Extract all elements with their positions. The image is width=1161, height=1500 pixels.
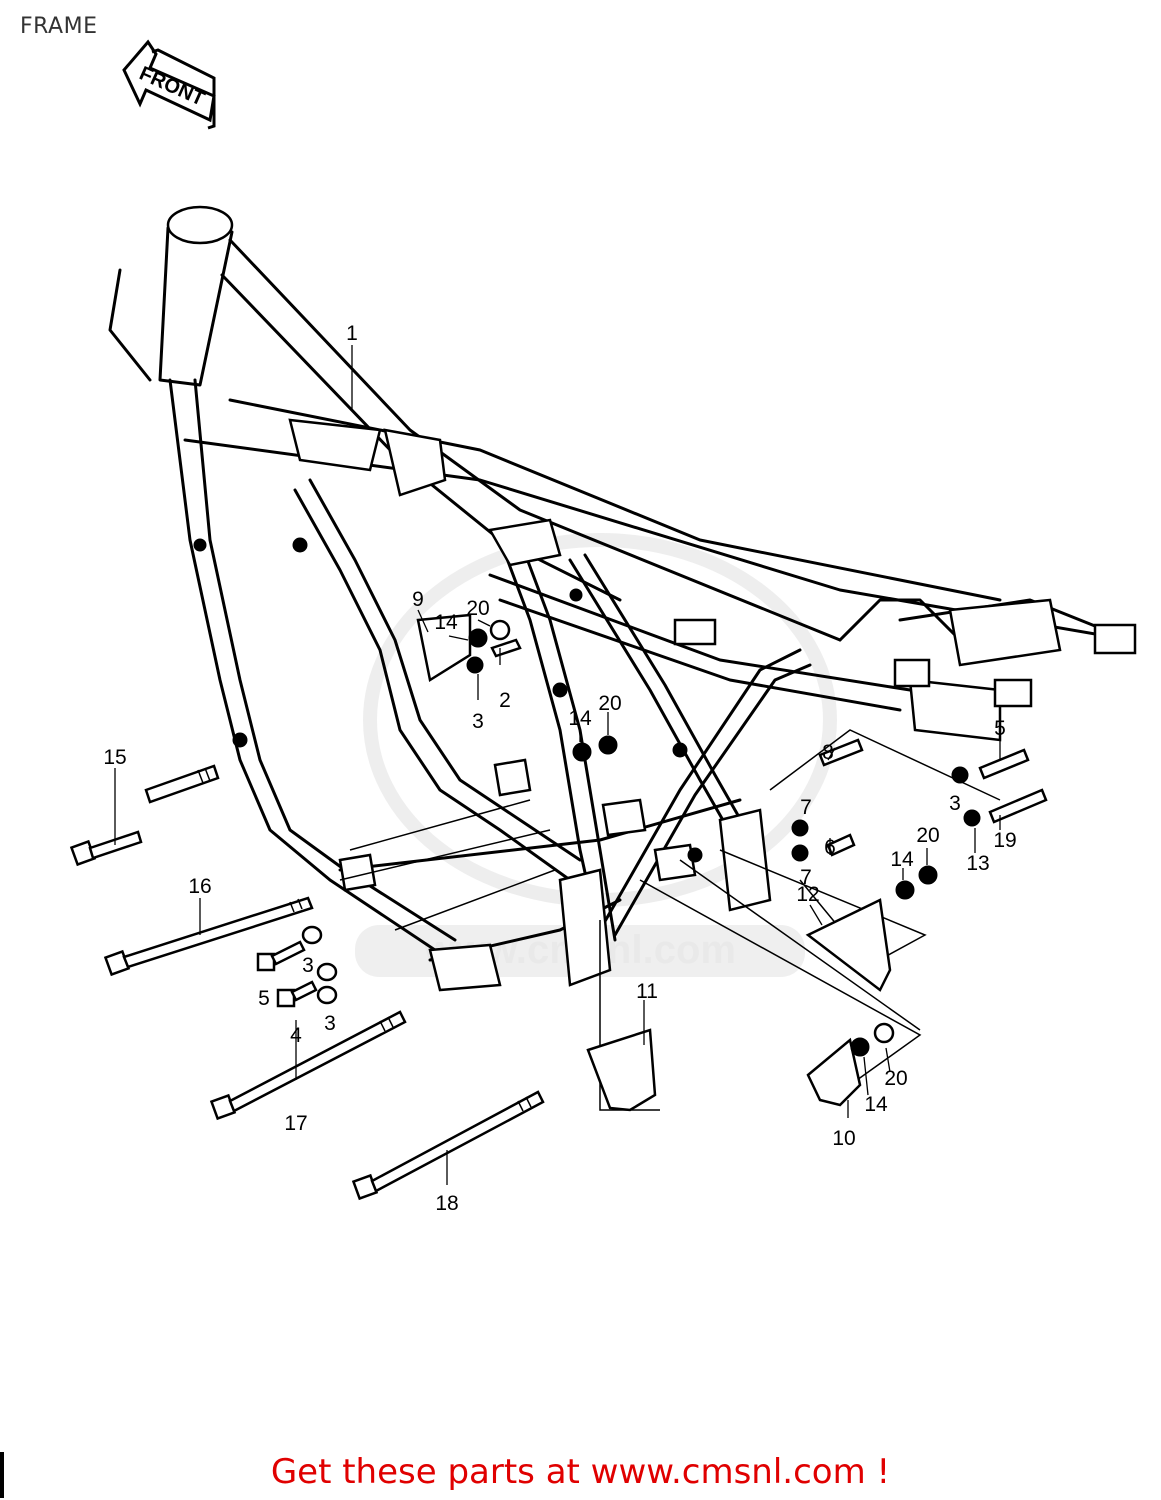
callout-17: 17: [284, 1112, 307, 1135]
callout-15: 15: [103, 746, 126, 769]
callout-3a: 3: [472, 710, 484, 733]
callout-3d: 3: [949, 792, 961, 815]
edge-mark: [0, 1452, 4, 1498]
callout-5a: 5: [258, 987, 270, 1010]
callout-20b: 20: [598, 692, 621, 715]
bolt-18: [351, 1090, 545, 1201]
callout-2: 2: [499, 689, 511, 712]
callout-7b: 7: [800, 866, 812, 889]
callout-9: 9: [412, 588, 424, 611]
callout-19: 19: [993, 829, 1016, 852]
bolt-16: [103, 896, 314, 977]
footer-banner[interactable]: Get these parts at www.cmsnl.com !: [270, 1452, 891, 1492]
leader-lines: [114, 345, 1001, 1185]
callout-labels: 1 2 3 3 3 3 4 5 5 6 7 7 8 9 10 11 12 13 …: [103, 322, 1016, 1215]
callout-14d: 14: [864, 1093, 888, 1116]
callout-16: 16: [188, 875, 211, 898]
callout-6: 6: [824, 836, 836, 859]
callout-14c: 14: [890, 848, 914, 871]
callout-4: 4: [290, 1024, 302, 1047]
nuts-washers: [466, 619, 981, 1057]
callout-14a: 14: [434, 611, 458, 634]
callout-8: 8: [822, 741, 834, 764]
plates: [416, 613, 892, 1112]
callout-1: 1: [346, 322, 358, 345]
callout-7a: 7: [800, 796, 812, 819]
callout-12: 12: [796, 883, 819, 906]
callout-3c: 3: [324, 1012, 336, 1035]
bolt-17: [209, 1010, 407, 1121]
callout-20c: 20: [916, 824, 939, 847]
callout-20d: 20: [884, 1067, 907, 1090]
callout-14b: 14: [568, 707, 592, 730]
callout-3b: 3: [302, 954, 314, 977]
front-arrow-icon: FRONT: [122, 39, 216, 130]
main-frame: [108, 205, 1137, 992]
callout-18: 18: [435, 1192, 458, 1215]
page-title: FRAME: [20, 14, 98, 39]
callout-11: 11: [636, 980, 658, 1003]
callout-5b: 5: [994, 717, 1006, 740]
small-bolts: [256, 638, 1048, 1008]
bolt-15: [69, 764, 220, 867]
callout-13: 13: [966, 852, 989, 875]
callout-10: 10: [832, 1127, 855, 1150]
guide-lines: [339, 729, 1001, 1111]
callout-20a: 20: [466, 597, 489, 620]
